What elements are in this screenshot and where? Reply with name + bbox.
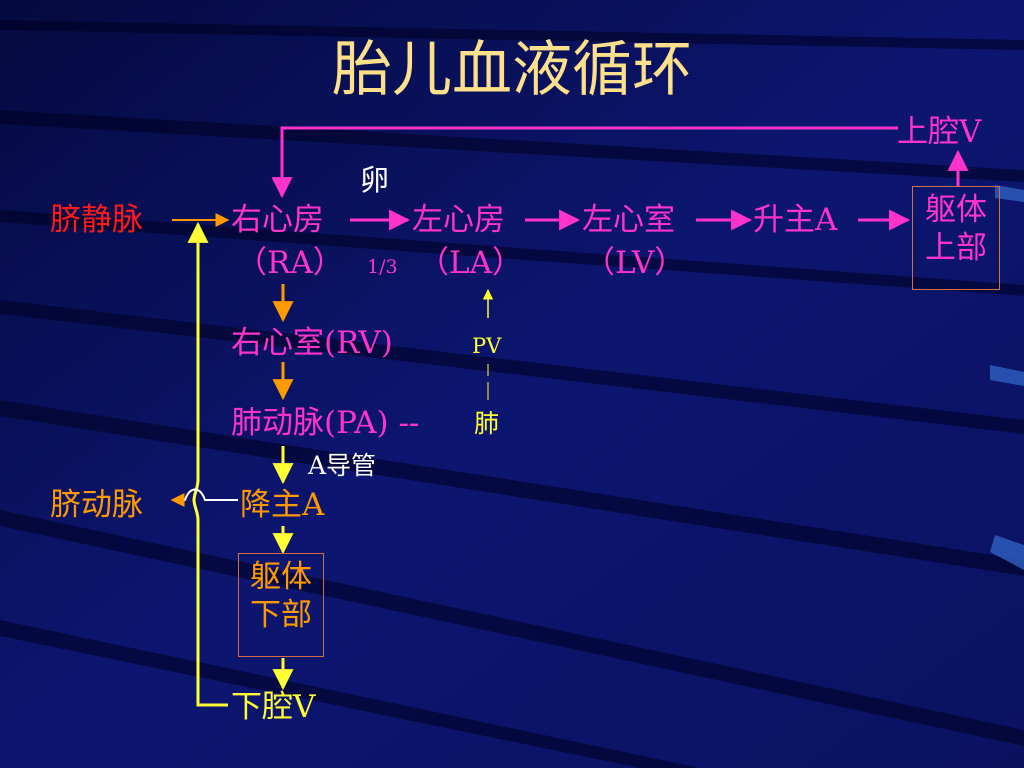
label-inferior-vena-cava: 下腔V (231, 689, 316, 725)
label-right-atrium-abbr: （RA） (236, 245, 344, 281)
label-left-ventricle: 左心室 (582, 202, 675, 238)
label-pulmonary-artery: 肺动脉(PA) -- (231, 405, 420, 441)
label-right-ventricle: 右心室(RV) (231, 325, 393, 361)
label-umbilical-artery: 脐动脉 (50, 487, 143, 523)
lower-body-box: 躯体 下部 (238, 553, 324, 657)
lower-body-line-2: 下部 (250, 597, 312, 633)
label-descending-aorta: 降主A (240, 487, 325, 523)
descending-aorta-to-umbilical-artery-arrow (170, 488, 238, 507)
label-right-atrium: 右心房 (231, 202, 324, 238)
lower-body-line-1: 躯体 (250, 559, 312, 595)
label-left-atrium: 左心房 (412, 202, 505, 238)
label-lung: 肺 (474, 409, 500, 438)
upper-body-line-2: 上部 (925, 230, 987, 266)
label-ductus-arteriosus: A导管 (308, 451, 377, 480)
label-left-ventricle-abbr: （LV） (584, 245, 686, 281)
svc-return-arrow (271, 126, 898, 199)
label-left-atrium-abbr: （LA） (418, 245, 523, 281)
label-pulmonary-vein: PV (472, 334, 502, 358)
page-title: 胎儿血液循环 (332, 35, 692, 105)
label-umbilical-vein: 脐静脉 (50, 202, 143, 238)
label-superior-vena-cava: 上腔V (897, 114, 982, 150)
label-ascending-aorta: 升主A (753, 202, 838, 238)
ivc-crossing-hop (192, 479, 200, 521)
upper-body-line-1: 躯体 (925, 192, 987, 228)
label-foramen-ovale: 卵 (360, 163, 390, 197)
label-ra-fraction: 1/3 (367, 256, 398, 278)
upper-body-box: 躯体 上部 (912, 186, 1000, 290)
ivc-return-arrow (196, 520, 228, 707)
